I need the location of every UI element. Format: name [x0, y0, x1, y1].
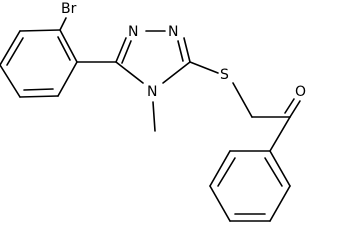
bond: [115, 61, 144, 84]
phenyl-ring: [209, 150, 291, 222]
double-bond-inner: [264, 157, 283, 187]
bond: [209, 185, 231, 222]
double-bond-inner: [23, 88, 54, 91]
bond: [269, 185, 291, 222]
bond: [57, 61, 78, 97]
bond-carbonyl-phenyl: [269, 116, 291, 152]
bond: [19, 95, 59, 98]
double-bond-inner: [177, 40, 184, 62]
bond: [183, 37, 191, 63]
atom-n1: N: [128, 24, 138, 40]
bond-c-o: [289, 100, 301, 118]
bond: [0, 64, 21, 98]
bond-c-s: [189, 61, 219, 74]
atom-o: O: [295, 84, 306, 100]
double-bond-inner: [121, 40, 132, 64]
bond: [115, 37, 127, 63]
bond: [162, 61, 191, 84]
bond: [19, 29, 61, 32]
double-bond-inner: [6, 37, 24, 66]
bond: [59, 29, 78, 63]
atom-s: S: [220, 67, 229, 83]
bond: [209, 150, 231, 187]
double-bond-inner: [217, 157, 236, 187]
bond-n-methyl: [152, 101, 156, 132]
atom-br: Br: [61, 1, 77, 17]
bond: [0, 30, 21, 66]
bond-c-br: [59, 17, 67, 31]
double-bond-inner: [284, 98, 295, 114]
bond-s-ch2: [232, 82, 253, 118]
bromophenyl-ring: [0, 29, 78, 98]
double-bond-inner: [57, 36, 71, 61]
triazole-ring: [115, 30, 191, 84]
bond: [269, 150, 291, 187]
atom-n4: N: [147, 84, 157, 100]
atom-n2: N: [168, 24, 178, 40]
